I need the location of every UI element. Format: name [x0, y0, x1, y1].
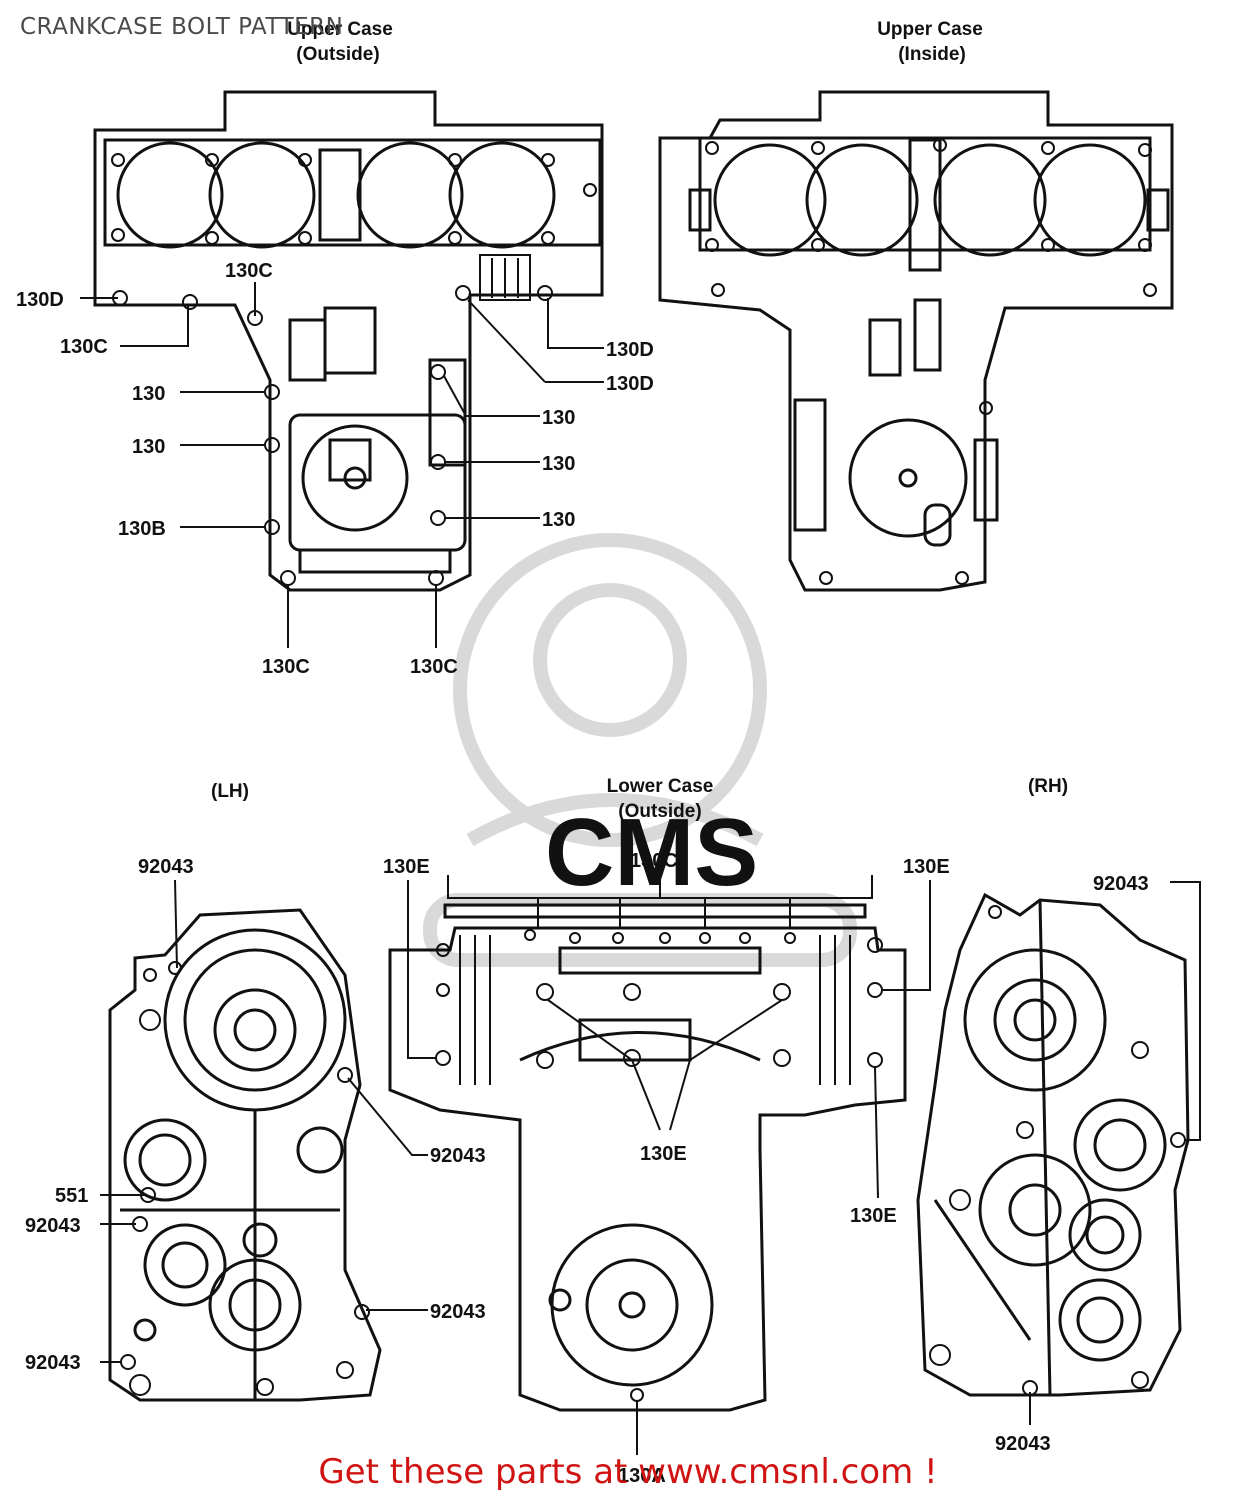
callout-92043: 92043 [138, 856, 194, 878]
callout-130: 130 [542, 453, 575, 475]
callout-92043: 92043 [25, 1352, 81, 1374]
footer-promo-text: Get these parts at www.cmsnl.com ! [318, 1452, 938, 1492]
callout-92043: 92043 [25, 1215, 81, 1237]
lh-view-title: (LH) [211, 781, 249, 802]
upper-outside-title-line2: (Outside) [296, 44, 379, 65]
callout-92043: 92043 [430, 1301, 486, 1323]
rh-callouts: 92043 92043 [995, 873, 1149, 1455]
rh-view-title: (RH) [1028, 776, 1068, 797]
lower-outside-title-line1: Lower Case [607, 776, 714, 797]
upper-outside-title: Upper Case (Outside) [287, 19, 393, 65]
lh-leaders [100, 879, 428, 1363]
upper-outside-callouts: 130D 130C 130C 130 130 130B 130D 130D 13… [16, 260, 654, 678]
cms-watermark: CMS [423, 533, 857, 967]
callout-130d: 130D [606, 373, 654, 395]
callout-130e: 130E [640, 1143, 687, 1165]
rh-case-view [916, 892, 1190, 1397]
rh-leaders [1029, 881, 1201, 1425]
callout-92043: 92043 [1093, 873, 1149, 895]
callout-130c: 130C [630, 850, 678, 872]
lower-outside-callouts: 130E 130C 130E 130E 130E 130A [383, 850, 950, 1487]
callout-130c: 130C [410, 656, 458, 678]
page-title: CRANKCASE BOLT PATTERN [20, 14, 344, 40]
upper-outside-title-line1: Upper Case [287, 19, 393, 40]
callout-92043: 92043 [430, 1145, 486, 1167]
lower-outside-title: Lower Case (Outside) [607, 776, 714, 822]
lower-case-outside-view [388, 903, 907, 1412]
upper-case-inside-view [658, 90, 1174, 592]
watermark-text: CMS [545, 799, 758, 906]
callout-130: 130 [542, 407, 575, 429]
upper-inside-title-line1: Upper Case [877, 19, 983, 40]
lower-outside-leaders [407, 875, 931, 1455]
lower-outside-title-line2: (Outside) [618, 801, 701, 822]
callout-130e: 130E [383, 856, 430, 878]
callout-130: 130 [132, 383, 165, 405]
callout-130e: 130E [903, 856, 950, 878]
callout-130: 130 [132, 436, 165, 458]
upper-inside-title-line2: (Inside) [898, 44, 966, 65]
upper-outside-leaders [80, 282, 604, 648]
callout-551: 551 [55, 1185, 88, 1207]
callout-130c: 130C [225, 260, 273, 282]
callout-130d: 130D [606, 339, 654, 361]
callout-130b: 130B [118, 518, 166, 540]
callout-92043: 92043 [995, 1433, 1051, 1455]
callout-130e: 130E [850, 1205, 897, 1227]
callout-130d: 130D [16, 289, 64, 311]
upper-inside-title: Upper Case (Inside) [877, 19, 983, 65]
callout-130a: 130A [618, 1465, 666, 1487]
callout-130: 130 [542, 509, 575, 531]
lh-case-view [108, 908, 382, 1402]
upper-case-outside-view [93, 90, 604, 592]
callout-130c: 130C [60, 336, 108, 358]
lh-callouts: 92043 92043 551 92043 92043 92043 [25, 856, 486, 1374]
callout-130c: 130C [262, 656, 310, 678]
